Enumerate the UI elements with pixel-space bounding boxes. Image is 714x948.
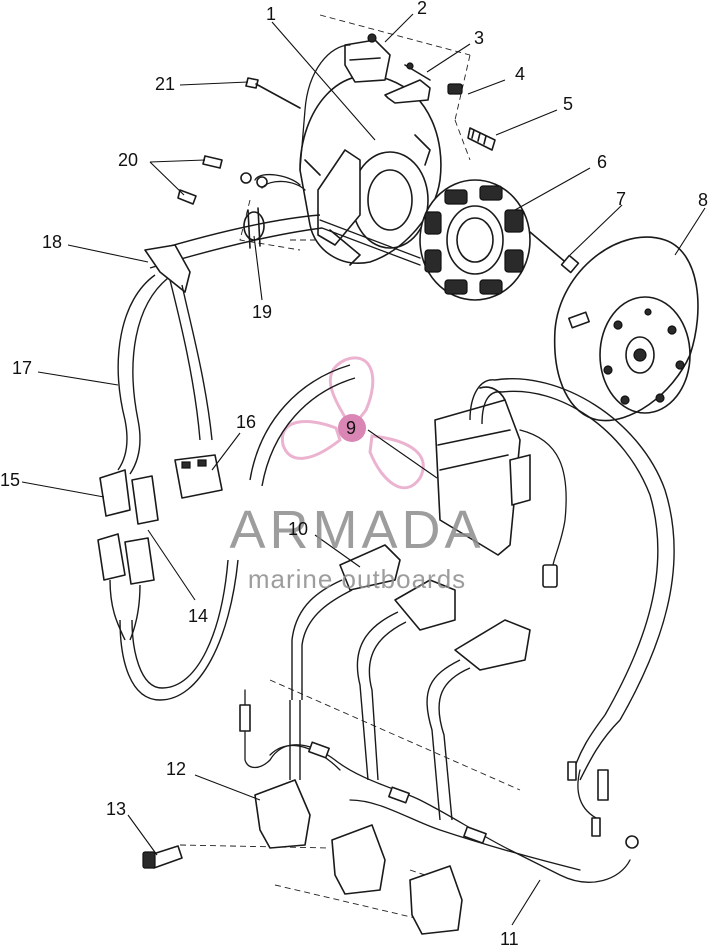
cdi-unit-9	[434, 379, 567, 588]
harness-grommet-18	[144, 244, 191, 293]
callout-9-badge	[338, 414, 366, 442]
callout-4: 4	[515, 64, 525, 84]
callout-2: 2	[417, 0, 427, 18]
callout-21: 21	[155, 74, 175, 94]
ignition-coils-12	[254, 700, 463, 935]
bolt-13	[142, 845, 183, 869]
screw-4	[447, 83, 463, 95]
stator-base-plate	[299, 74, 442, 266]
callout-19: 19	[252, 302, 272, 322]
watermark: ARMADA marine outboards	[229, 500, 484, 594]
callout-9: 9	[346, 418, 356, 438]
callout-20: 20	[118, 150, 138, 170]
callout-11: 11	[500, 929, 519, 948]
connectors-15-14	[97, 469, 159, 641]
flywheel	[553, 236, 699, 422]
spark-plug-caps-10	[291, 544, 531, 821]
bolt-5	[467, 127, 496, 151]
screws-20	[177, 155, 268, 205]
callout-7: 7	[616, 189, 626, 209]
ground-wiring-11	[239, 689, 639, 883]
callout-8: 8	[698, 190, 708, 210]
callout-13: 13	[106, 799, 126, 819]
watermark-subtitle: marine outboards	[248, 564, 466, 594]
watermark-title: ARMADA	[229, 500, 484, 560]
callout-6: 6	[597, 152, 607, 172]
callout-16: 16	[236, 412, 256, 432]
main-hose-loop	[119, 364, 675, 781]
clamp-bracket	[384, 62, 431, 104]
callout-10: 10	[288, 519, 308, 539]
connector-16	[174, 454, 223, 499]
callout-14: 14	[188, 606, 208, 626]
callout-12: 12	[166, 759, 186, 779]
callout-5: 5	[563, 94, 573, 114]
stator-coil	[419, 179, 531, 301]
callout-15: 15	[0, 470, 20, 490]
callout-1: 1	[266, 4, 276, 24]
long-screw-21	[245, 77, 301, 109]
callout-18: 18	[42, 232, 62, 252]
pulser-coil	[344, 33, 391, 83]
leader-lines	[21, 13, 706, 926]
callout-17: 17	[12, 358, 32, 378]
long-bolt-7	[529, 231, 580, 274]
harness-branches-17	[117, 274, 213, 475]
watermark-propeller-logo	[280, 356, 425, 490]
callout-3: 3	[474, 28, 484, 48]
